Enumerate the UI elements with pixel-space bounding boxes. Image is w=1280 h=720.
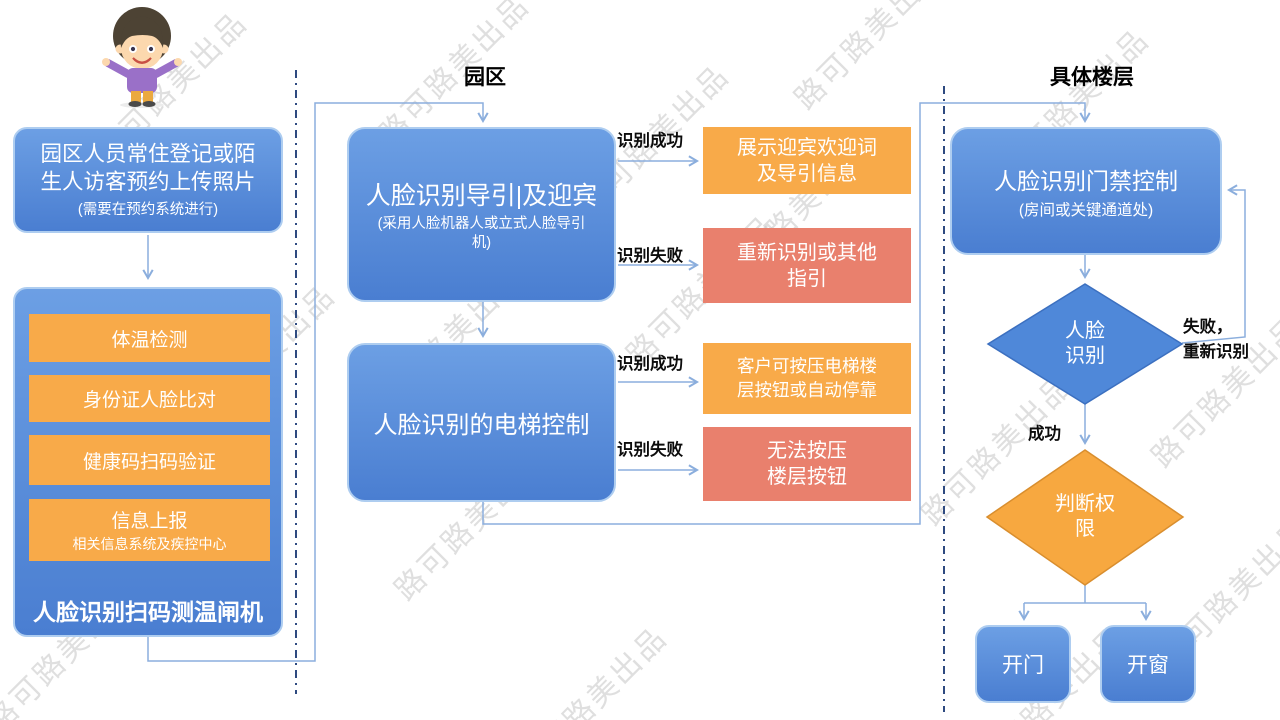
arrow-facecheck-retry-loop [1181,184,1246,344]
elevator-success-result-box: 客户可按压电梯楼 层按钮或自动停靠 [703,343,911,414]
person-shadow [120,102,164,108]
person-illustration [102,7,182,108]
permission-diamond [985,449,1185,586]
guide-subtitle: (采用人脸机器人或立式人脸导引 机) [377,216,586,251]
person-pupil-right [148,46,154,52]
registration-note: (需要在预约系统进行) [77,201,219,218]
permission-label: 判断权 限 [1055,493,1115,540]
guide-title: 人脸识别导引|及迎宾 [365,182,598,211]
person-hand-left [102,58,110,66]
elevator-fail-result-box: 无法按压 楼层按钮 [703,427,911,501]
person-arm-right [152,59,180,78]
person-fringe [120,16,164,48]
person-hand-right [174,58,182,66]
person-arm-left [104,59,132,78]
person-face [121,27,163,69]
elevator-success-label: 识别成功 [617,355,683,373]
open-window-box: 开窗 [1100,625,1196,703]
access-subtitle: (房间或关键通道处) [1018,202,1154,219]
arrow-elevator-to-access [482,102,1091,525]
person-pupil-left [130,46,136,52]
gate-step-label: 信息上报 [111,511,188,532]
guide-welcome-box: 人脸识别导引|及迎宾 (采用人脸机器人或立式人脸导引 机) [347,127,616,302]
floor-section-header: 具体楼层 [1050,66,1134,89]
gate-step-temperature: 体温检测 [29,314,270,362]
access-title: 人脸识别门禁控制 [994,168,1178,194]
gate-step-label: 体温检测 [111,329,188,351]
face-check-fail-label: 失败， 重新识别 [1183,318,1249,361]
guide-fail-label: 识别失败 [617,247,683,265]
person-pants-left [131,91,141,103]
gate-step-id-face: 身份证人脸比对 [29,375,270,422]
gate-step-label: 身份证人脸比对 [82,390,216,411]
connectors [142,102,1246,662]
person-shoe-left [128,101,142,107]
person-shirt [127,68,157,93]
elevator-title: 人脸识别的电梯控制 [373,412,590,439]
gate-step-report: 信息上报 相关信息系统及疾控中心 [29,499,270,561]
face-check-label: 人脸 识别 [1065,320,1105,367]
person-shoe-right [142,101,156,107]
elevator-control-box: 人脸识别的电梯控制 [347,343,616,502]
elevator-fail-label: 识别失败 [617,441,683,459]
gate-step-health-code: 健康码扫码验证 [29,435,270,485]
guide-success-label: 识别成功 [617,132,683,150]
gate-step-sublabel: 相关信息系统及疾控中心 [72,536,227,552]
person-pants-right [143,91,153,103]
arrow-gate-to-guide [147,102,489,662]
split-permission [1024,585,1146,604]
gate-container: 体温检测 身份证人脸比对 健康码扫码验证 信息上报 相关信息系统及疾控中心 人脸… [13,287,283,637]
gate-step-label: 健康码扫码验证 [82,451,216,473]
guide-fail-result-box: 重新识别或其他 指引 [703,228,911,303]
open-door-box: 开门 [975,625,1071,703]
access-control-box: 人脸识别门禁控制 (房间或关键通道处) [950,127,1222,255]
park-section-header: 园区 [464,66,506,89]
gate-title: 人脸识别扫码测温闸机 [33,599,263,625]
face-check-diamond [986,283,1184,405]
guide-success-result-box: 展示迎宾欢迎词 及导引信息 [703,127,911,194]
face-check-success-label: 成功 [1028,425,1061,443]
registration-box: 园区人员常住登记或陌 生人访客预约上传照片 (需要在预约系统进行) [13,127,283,233]
registration-text: 园区人员常住登记或陌 生人访客预约上传照片 [40,142,256,194]
person-smile [132,57,152,65]
